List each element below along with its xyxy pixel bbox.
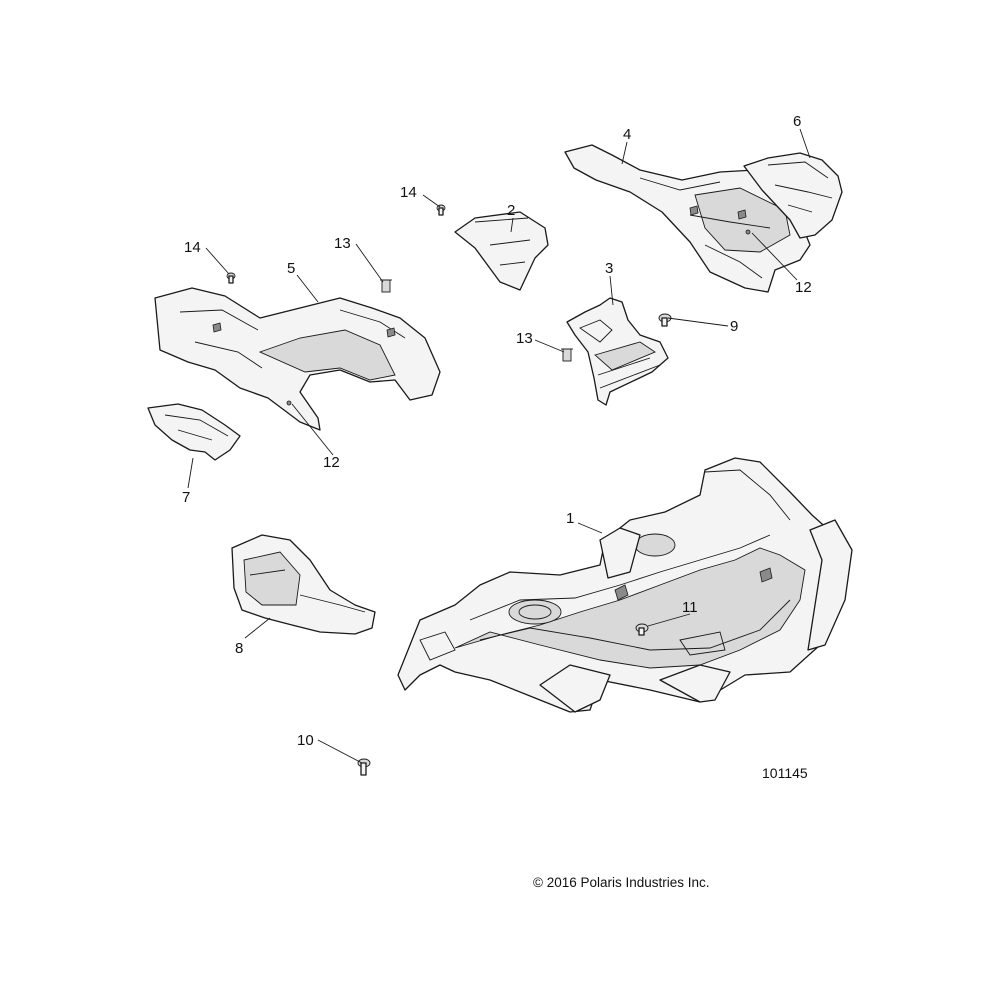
part-8-side-cover	[231, 534, 376, 635]
fastener-14a-rivet	[226, 272, 236, 284]
fastener-12b-pin	[745, 229, 751, 235]
part-1-main-body	[397, 457, 853, 713]
part-4-right-side-panel	[564, 144, 811, 293]
leader-lines	[187, 128, 811, 764]
callout-9: 9	[730, 318, 738, 335]
callout-14-right: 14	[400, 184, 417, 201]
callout-2: 2	[507, 202, 515, 219]
callout-8: 8	[235, 640, 243, 657]
callout-13-left: 13	[334, 235, 351, 252]
fastener-12a-pin	[286, 400, 292, 406]
callout-12-left: 12	[323, 454, 340, 471]
callout-14-left: 14	[184, 239, 201, 256]
callout-3: 3	[605, 260, 613, 277]
callout-11: 11	[682, 599, 698, 616]
callout-10: 10	[297, 732, 314, 749]
fastener-13b-clip	[561, 348, 573, 362]
callout-12-right: 12	[795, 279, 812, 296]
part-5-left-side-panel	[154, 287, 441, 431]
part-6-right-guard	[743, 152, 843, 239]
callout-4: 4	[623, 126, 631, 143]
callout-5: 5	[287, 260, 295, 277]
callout-labels: 1 2 3 4 5 6 7 8 9 10 11 12 12 13 13 14 1…	[182, 113, 812, 749]
fastener-9-screw	[658, 313, 672, 327]
copyright-notice: © 2016 Polaris Industries Inc.	[533, 875, 710, 890]
part-7-left-guard	[147, 403, 241, 461]
callout-13-right: 13	[516, 330, 533, 347]
fastener-13a-clip	[380, 279, 392, 293]
fastener-14b-rivet	[436, 204, 446, 216]
part-3-center-console	[566, 297, 669, 406]
callout-7: 7	[182, 489, 190, 506]
fastener-11-screw	[635, 623, 649, 636]
callout-1: 1	[566, 510, 574, 527]
part-2-cover-plate	[454, 211, 549, 291]
fastener-10-bolt	[357, 758, 371, 776]
callout-6: 6	[793, 113, 801, 130]
diagram-reference-number: 101145	[762, 765, 808, 781]
